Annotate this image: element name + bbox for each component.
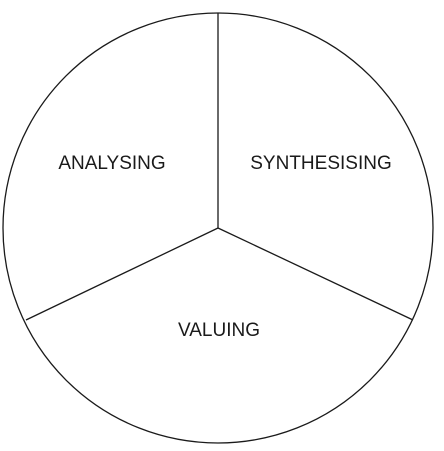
segment-label-analysing: ANALYSING xyxy=(58,153,165,174)
divider-lower-right xyxy=(217,227,414,321)
segment-label-valuing: VALUING xyxy=(178,320,260,341)
divider-lower-left xyxy=(25,227,219,321)
segment-label-synthesising: SYNTHESISING xyxy=(250,153,391,174)
